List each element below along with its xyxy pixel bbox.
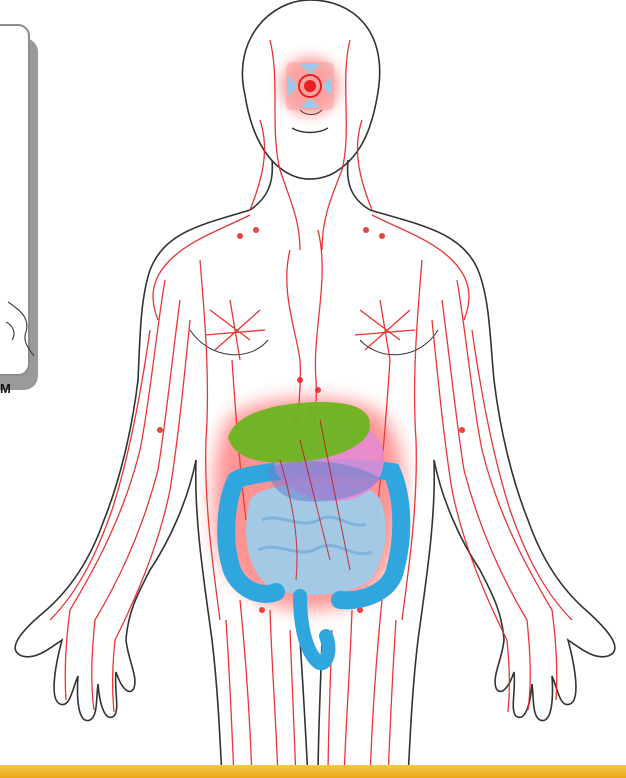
- bottom-bar: [0, 765, 626, 778]
